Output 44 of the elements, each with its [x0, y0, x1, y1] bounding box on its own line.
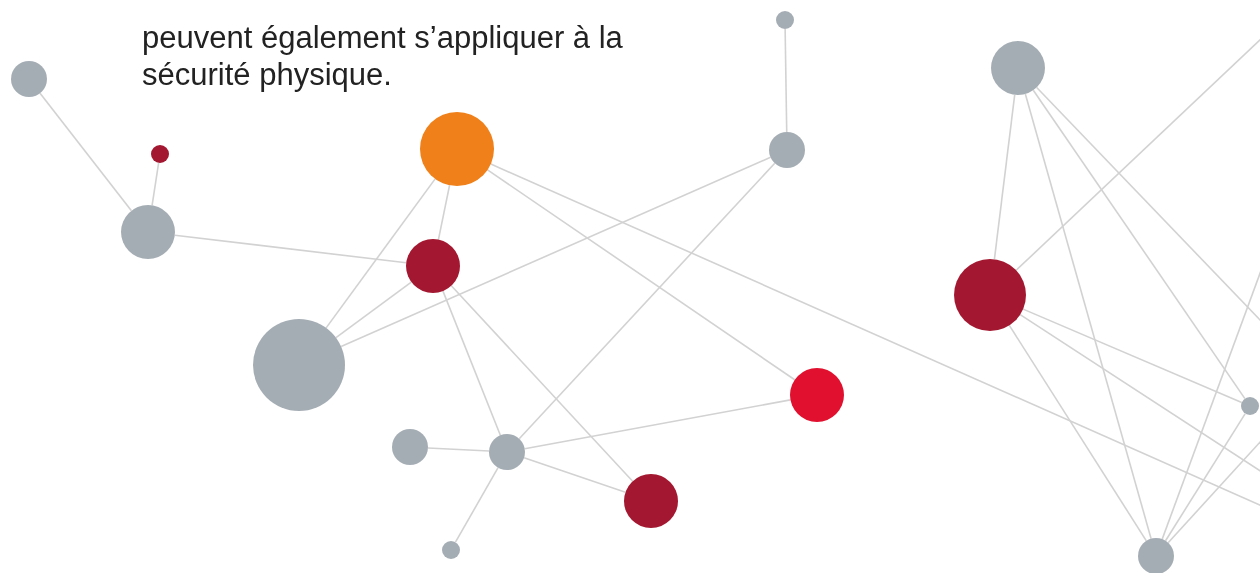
- connector-line: [1167, 439, 1260, 544]
- connector-line: [427, 447, 490, 452]
- connector-line: [1015, 37, 1260, 272]
- network-dot: [624, 474, 678, 528]
- connector-line: [1019, 313, 1260, 473]
- network-dot: [442, 541, 460, 559]
- network-dot: [1241, 397, 1259, 415]
- paragraph: peuvent également s’appliquer à la sécurité physique.: [142, 19, 624, 93]
- connector-line: [486, 169, 796, 381]
- connector-line: [335, 281, 413, 339]
- connector-line: [340, 156, 772, 348]
- connector-line: [784, 28, 788, 133]
- connector-line: [1164, 412, 1246, 542]
- network-dot: [392, 429, 428, 465]
- network-dot: [406, 239, 460, 293]
- connector-line: [1032, 89, 1246, 400]
- connector-line: [39, 92, 133, 212]
- connector-line: [325, 178, 436, 329]
- network-dot: [253, 319, 345, 411]
- connector-line: [1022, 308, 1243, 404]
- connector-line: [450, 285, 634, 482]
- network-dot: [121, 205, 175, 259]
- connector-line: [174, 234, 407, 264]
- connector-line: [993, 94, 1016, 261]
- network-dot: [151, 145, 169, 163]
- connector-line: [518, 162, 776, 440]
- network-dot: [790, 368, 844, 422]
- connector-line: [151, 162, 160, 207]
- network-dot: [991, 41, 1045, 95]
- connector-line: [523, 457, 627, 494]
- connector-line: [523, 399, 792, 450]
- network-dot: [11, 61, 47, 97]
- network-dot: [776, 11, 794, 29]
- connector-line: [1024, 93, 1152, 540]
- network-dot: [489, 434, 525, 470]
- connector-line: [1035, 86, 1260, 323]
- connector-line: [437, 184, 451, 241]
- network-dot: [954, 259, 1026, 331]
- connector-line: [490, 163, 1260, 507]
- network-dot: [420, 112, 494, 186]
- connector-line: [1008, 324, 1148, 542]
- network-dot: [769, 132, 805, 168]
- connector-line: [442, 290, 502, 437]
- connector-line: [454, 466, 499, 543]
